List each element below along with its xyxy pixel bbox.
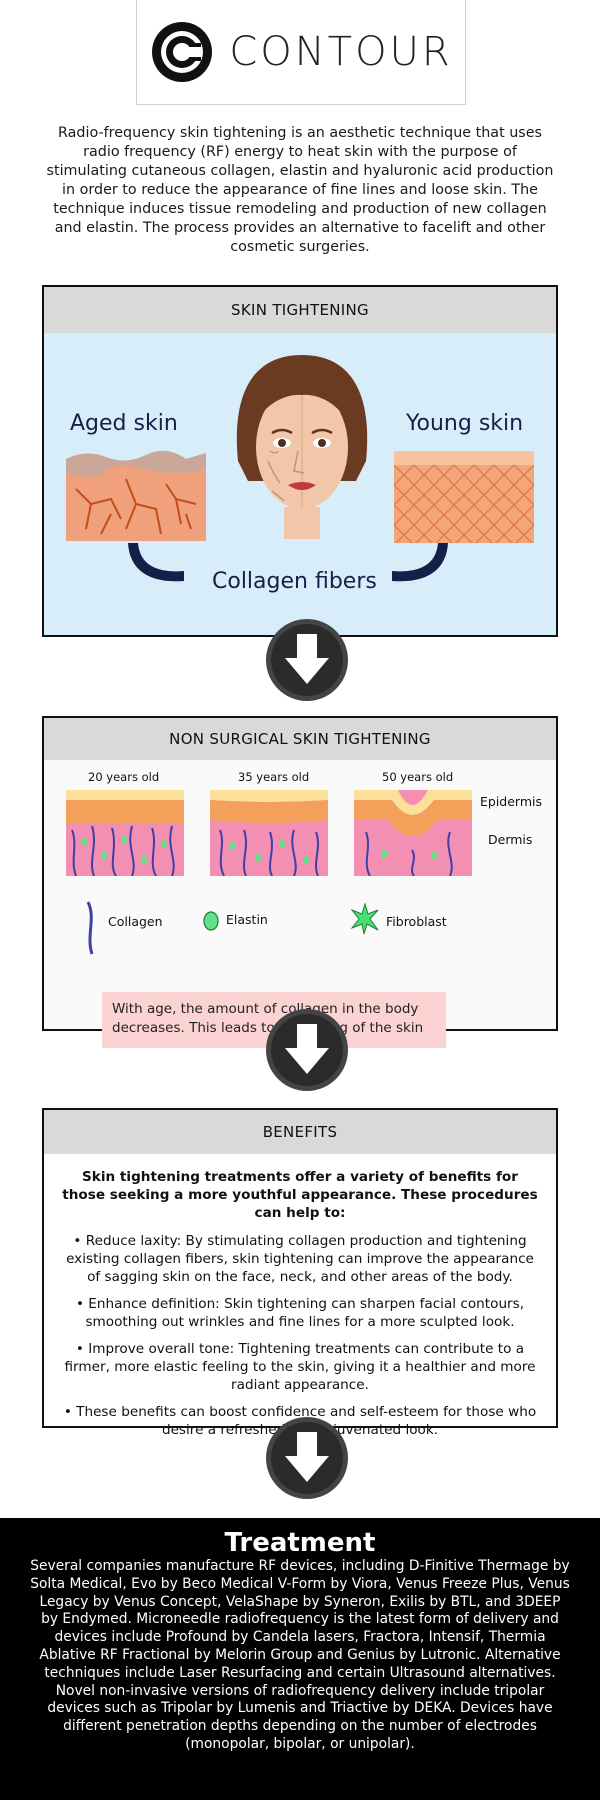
dermis-label: Dermis bbox=[488, 832, 533, 847]
skin-tightening-panel: SKIN TIGHTENING Aged skin Young skin bbox=[42, 285, 558, 637]
benefit-item: • Reduce laxity: By stimulating collagen… bbox=[66, 1233, 534, 1285]
skin-section-50-icon bbox=[354, 790, 472, 876]
fibroblast-legend-label: Fibroblast bbox=[386, 914, 447, 929]
panel-title: SKIN TIGHTENING bbox=[44, 287, 556, 333]
non-surgical-illustration: 20 years old 35 years old 50 years old bbox=[44, 760, 556, 1048]
benefits-panel: BENEFITS Skin tightening treatments offe… bbox=[42, 1108, 558, 1438]
treatment-title: Treatment bbox=[224, 1528, 376, 1558]
aged-skin-tile-icon bbox=[66, 450, 206, 541]
collagen-fibers-label: Collagen fibers bbox=[212, 569, 377, 594]
face-illustration-icon bbox=[236, 355, 368, 539]
young-skin-tile-icon bbox=[394, 451, 534, 543]
epidermis-label: Epidermis bbox=[480, 794, 543, 809]
panel-title: NON SURGICAL SKIN TIGHTENING bbox=[44, 718, 556, 760]
treatment-section: Treatment Several companies manufacture … bbox=[0, 1518, 600, 1800]
logo: CONTOUR bbox=[136, 0, 466, 105]
elastin-legend-icon bbox=[203, 911, 219, 931]
collagen-arrow-left-icon bbox=[128, 543, 184, 582]
down-arrow-icon bbox=[266, 619, 348, 701]
aged-skin-label: Aged skin bbox=[70, 411, 178, 436]
collagen-legend-icon bbox=[86, 901, 94, 955]
down-arrow-icon bbox=[266, 1009, 348, 1091]
age-label-35: 35 years old bbox=[238, 770, 310, 784]
down-arrow-icon bbox=[266, 1417, 348, 1499]
young-skin-label: Young skin bbox=[406, 411, 524, 436]
brand-name: CONTOUR bbox=[229, 29, 453, 75]
treatment-text: Several companies manufacture RF devices… bbox=[30, 1558, 570, 1752]
age-label-50: 50 years old bbox=[382, 770, 454, 784]
skin-tightening-illustration: Aged skin Young skin bbox=[44, 333, 556, 635]
collagen-legend-label: Collagen bbox=[108, 914, 163, 929]
benefit-item: • These benefits can boost confidence an… bbox=[63, 1404, 537, 1438]
age-label-20: 20 years old bbox=[88, 770, 160, 784]
fibroblast-legend-icon bbox=[350, 902, 379, 935]
elastin-legend-label: Elastin bbox=[226, 912, 268, 927]
contour-logo-icon bbox=[152, 22, 213, 82]
non-surgical-panel: NON SURGICAL SKIN TIGHTENING 20 years ol… bbox=[42, 716, 558, 1048]
panel-title: BENEFITS bbox=[44, 1110, 556, 1154]
benefit-item: • Improve overall tone: Tightening treat… bbox=[64, 1341, 536, 1393]
collagen-arrow-right-icon bbox=[392, 543, 448, 582]
skin-section-35-icon bbox=[210, 790, 328, 876]
skin-section-20-icon bbox=[66, 790, 184, 876]
benefits-body: Skin tightening treatments offer a varie… bbox=[44, 1154, 556, 1462]
intro-text: Radio-frequency skin tightening is an ae… bbox=[46, 125, 554, 255]
benefits-intro: Skin tightening treatments offer a varie… bbox=[62, 1169, 538, 1221]
benefit-item: • Enhance definition: Skin tightening ca… bbox=[75, 1296, 525, 1330]
